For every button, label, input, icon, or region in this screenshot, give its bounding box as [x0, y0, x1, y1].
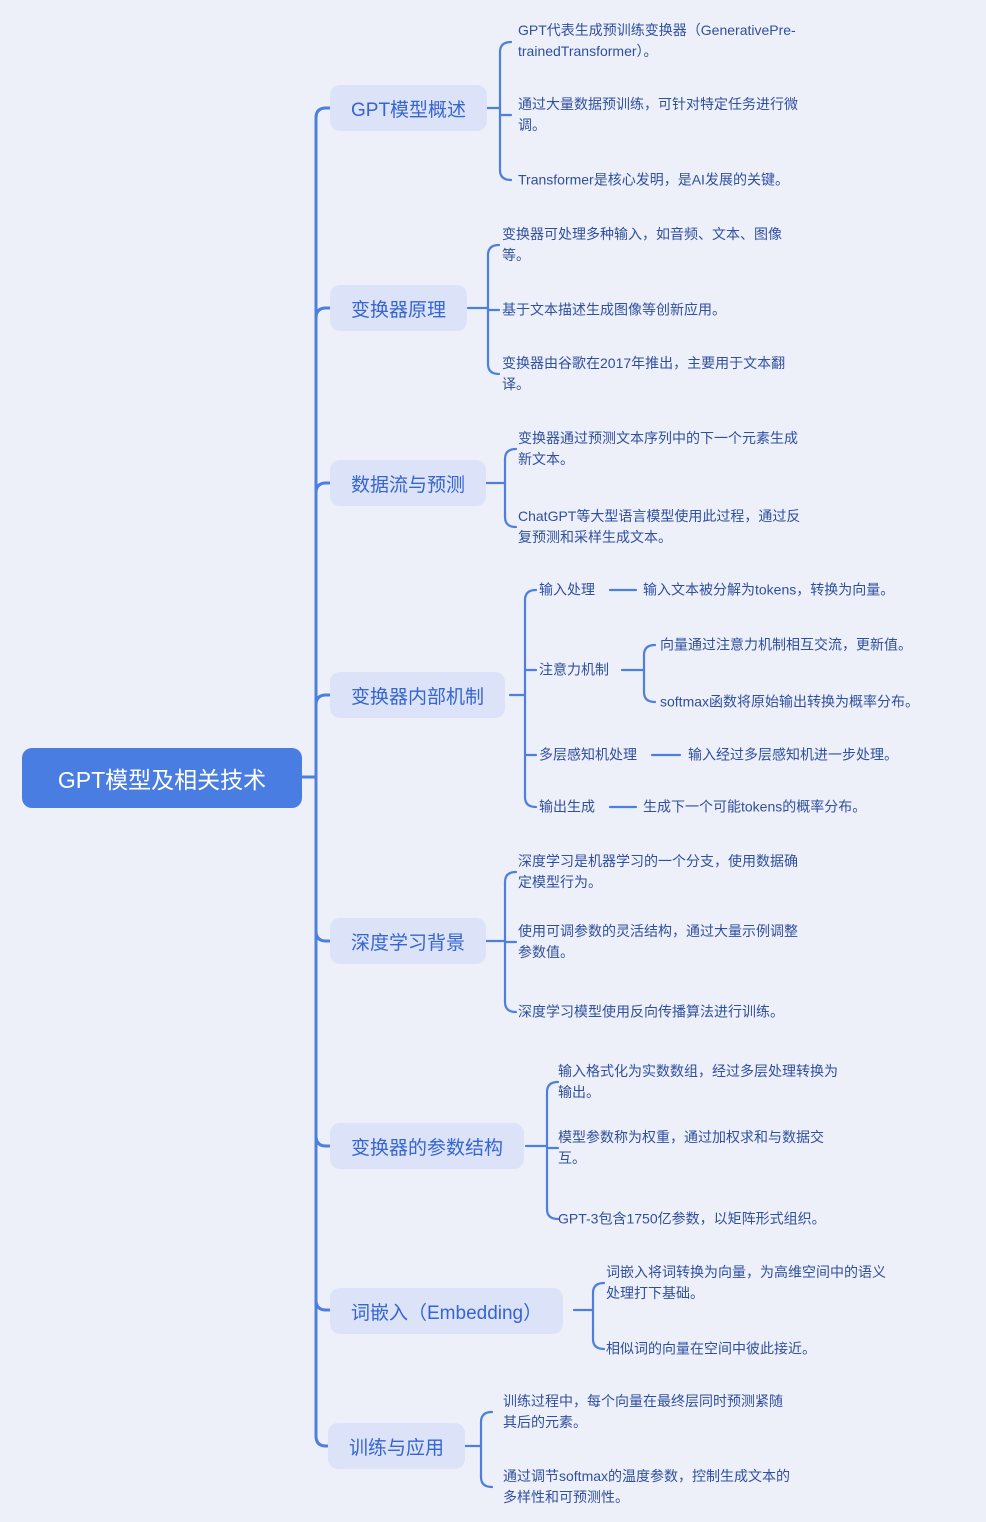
leaf-node[interactable]: 深度学习模型使用反向传播算法进行训练。 [518, 1003, 784, 1020]
connector-b2 [466, 243, 501, 376]
leaf-node[interactable]: 通过大量数据预训练，可针对特定任务进行微调。 [518, 96, 798, 133]
connector-branch5 [314, 929, 332, 943]
connector-b8 [463, 1410, 494, 1489]
connector-trunk [314, 106, 332, 1448]
leaf-node[interactable]: 相似词的向量在空间中彼此接近。 [606, 1340, 816, 1357]
leaf-node[interactable]: 输入格式化为实数数组，经过多层处理转换为输出。 [558, 1063, 838, 1100]
leaf-node[interactable]: 通过调节softmax的温度参数，控制生成文本的多样性和可预测性。 [503, 1468, 791, 1505]
branch-parameter-structure[interactable]: 变换器的参数结构 [330, 1123, 525, 1169]
branch-dataflow-prediction[interactable]: 数据流与预测 [330, 460, 487, 506]
connector-branch3 [314, 481, 332, 495]
leaf-node[interactable]: GPT-3包含1750亿参数，以矩阵形式组织。 [558, 1210, 826, 1227]
leaf-node[interactable]: GPT代表生成预训练变换器（GenerativePre-trainedTrans… [518, 22, 796, 59]
leaf-node[interactable]: 使用可调参数的灵活结构，通过大量示例调整参数值。 [518, 923, 798, 960]
leaf-node[interactable]: 生成下一个可能tokens的概率分布。 [643, 798, 867, 815]
subnode-output-generation[interactable]: 输出生成 [539, 798, 595, 815]
connector-branch4 [314, 693, 332, 707]
leaf-node[interactable]: 变换器由谷歌在2017年推出，主要用于文本翻译。 [502, 355, 786, 392]
leaf-node[interactable]: 变换器可处理多种输入，如音频、文本、图像等。 [502, 226, 782, 263]
connector-b4-c2 [620, 643, 657, 704]
connector-b1 [483, 40, 513, 182]
connector-b7 [572, 1281, 606, 1351]
branch-gpt-overview[interactable]: GPT模型概述 [330, 85, 488, 131]
connector-branch6 [314, 1134, 332, 1148]
branch-training-application[interactable]: 训练与应用 [328, 1423, 466, 1469]
branch-transformer-theory[interactable]: 变换器原理 [330, 285, 468, 331]
branch-internal-mechanism[interactable]: 变换器内部机制 [330, 672, 506, 718]
root-node[interactable]: GPT模型及相关技术 [22, 748, 302, 808]
leaf-node[interactable]: 深度学习是机器学习的一个分支，使用数据确定模型行为。 [518, 853, 798, 890]
subnode-mlp-processing[interactable]: 多层感知机处理 [539, 746, 637, 763]
connector-b6 [524, 1080, 560, 1221]
leaf-node[interactable]: softmax函数将原始输出转换为概率分布。 [660, 693, 920, 710]
leaf-node[interactable]: 向量通过注意力机制相互交流，更新值。 [660, 636, 912, 653]
branch-word-embedding[interactable]: 词嵌入（Embedding） [330, 1288, 564, 1334]
leaf-node[interactable]: 变换器通过预测文本序列中的下一个元素生成新文本。 [518, 430, 798, 467]
leaf-node[interactable]: Transformer是核心发明，是AI发展的关键。 [518, 171, 789, 188]
leaf-node[interactable]: 模型参数称为权重，通过加权求和与数据交互。 [558, 1129, 824, 1166]
connector-b3 [484, 447, 518, 529]
connector-branch2 [314, 306, 332, 320]
connector-b5 [484, 870, 518, 1014]
branch-deeplearning-bg[interactable]: 深度学习背景 [330, 918, 487, 964]
leaf-node[interactable]: 输入文本被分解为tokens，转换为向量。 [643, 581, 895, 598]
leaf-node[interactable]: 词嵌入将词转换为向量，为高维空间中的语义处理打下基础。 [606, 1264, 886, 1301]
subnode-input-processing[interactable]: 输入处理 [539, 581, 595, 598]
leaf-node[interactable]: 训练过程中，每个向量在最终层同时预测紧随其后的元素。 [503, 1393, 783, 1430]
connector-branch7 [314, 1298, 332, 1312]
leaf-node[interactable]: 输入经过多层感知机进一步处理。 [688, 746, 898, 763]
leaf-node[interactable]: 基于文本描述生成图像等创新应用。 [502, 301, 726, 318]
connector-b4 [508, 588, 538, 809]
subnode-attention-mechanism[interactable]: 注意力机制 [539, 661, 609, 678]
leaf-node[interactable]: ChatGPT等大型语言模型使用此过程，通过反复预测和采样生成文本。 [518, 508, 801, 545]
